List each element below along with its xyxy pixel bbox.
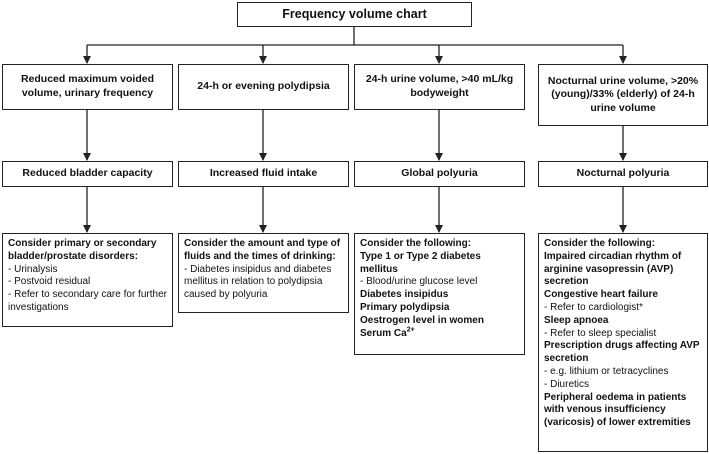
detail-text: Primary polydipsia — [360, 301, 450, 313]
title-box: Frequency volume chart — [237, 2, 472, 27]
detail-text: Diabetes insipidus — [360, 289, 449, 301]
detail-text: - Urinalysis — [8, 263, 58, 275]
detail-text: Sleep apnoea — [544, 314, 609, 326]
category-box-4: Nocturnal polyuria — [538, 161, 708, 187]
detail-heading: Type 1 or Type 2 diabetes mellitus — [360, 251, 519, 277]
detail-heading: Prescription drugs affecting AVP secreti… — [544, 340, 702, 366]
detail-text: - Refer to sleep specialist — [544, 327, 657, 339]
detail-text: Type 1 or Type 2 diabetes mellitus — [360, 250, 481, 275]
detail-item: - Postvoid residual — [8, 276, 167, 289]
detail-item: - Diuretics — [544, 379, 702, 392]
finding-box-1: Reduced maximum voided volume, urinary f… — [2, 64, 173, 110]
finding-box-3: 24-h urine volume, >40 mL/kg bodyweight — [354, 64, 525, 110]
category-box-1: Reduced bladder capacity — [2, 161, 173, 187]
detail-text: Impaired circadian rhythm of arginine va… — [544, 250, 682, 288]
detail-text: Peripheral oedema in patients with venou… — [544, 391, 691, 429]
detail-heading: Consider the following: — [360, 238, 519, 251]
detail-text: Congestive heart failure — [544, 289, 658, 301]
detail-heading: Serum Ca2+ — [360, 326, 519, 341]
chart-title: Frequency volume chart — [282, 7, 427, 22]
superscript: 2+ — [406, 326, 415, 334]
finding-text: Nocturnal urine volume, >20% (young)/33%… — [547, 74, 699, 114]
finding-box-4: Nocturnal urine volume, >20% (young)/33%… — [538, 64, 708, 126]
finding-box-2: 24-h or evening polydipsia — [178, 64, 349, 110]
detail-item: - Refer to sleep specialist — [544, 328, 702, 341]
category-text: Reduced bladder capacity — [22, 167, 153, 180]
detail-text: - Blood/urine glucose level — [360, 276, 478, 288]
detail-heading: Consider the amount and type of fluids a… — [184, 238, 343, 264]
detail-heading: Peripheral oedema in patients with venou… — [544, 392, 702, 430]
category-box-2: Increased fluid intake — [178, 161, 349, 187]
detail-text: - Refer to cardiologist* — [544, 301, 643, 313]
detail-text: Consider primary or secondary bladder/pr… — [8, 238, 157, 262]
detail-text: - Postvoid residual — [8, 276, 91, 288]
detail-text: - Diuretics — [544, 378, 590, 390]
detail-heading: Oestrogen level in women — [360, 315, 519, 328]
finding-text: 24-h or evening polydipsia — [197, 80, 330, 93]
detail-text: - Refer to secondary care for further in… — [8, 289, 167, 313]
detail-item: - Refer to cardiologist* — [544, 302, 702, 315]
detail-text: Oestrogen level in women — [360, 314, 484, 326]
category-text: Increased fluid intake — [209, 167, 318, 180]
detail-heading: Impaired circadian rhythm of arginine va… — [544, 251, 702, 289]
category-text: Nocturnal polyuria — [576, 167, 670, 180]
detail-heading: Consider primary or secondary bladder/pr… — [8, 238, 167, 264]
detail-item: - Blood/urine glucose level — [360, 276, 519, 289]
detail-heading: Consider the following: — [544, 238, 702, 251]
detail-text: - Diabetes insipidus and diabetes mellit… — [184, 263, 332, 301]
detail-heading: Primary polydipsia — [360, 302, 519, 315]
details-box-2: Consider the amount and type of fluids a… — [178, 233, 349, 313]
detail-text: - e.g. lithium or tetracyclines — [544, 365, 669, 377]
detail-item: - Refer to secondary care for further in… — [8, 289, 167, 315]
detail-heading: Congestive heart failure — [544, 289, 702, 302]
detail-text: Serum Ca — [360, 327, 407, 339]
category-box-3: Global polyuria — [354, 161, 525, 187]
detail-item: - Diabetes insipidus and diabetes mellit… — [184, 264, 343, 302]
detail-text: Consider the following: — [360, 238, 472, 249]
details-box-3: Consider the following:Type 1 or Type 2 … — [354, 233, 525, 355]
details-box-4: Consider the following:Impaired circadia… — [538, 233, 708, 452]
finding-text: 24-h urine volume, >40 mL/kg bodyweight — [365, 73, 514, 99]
detail-item: - e.g. lithium or tetracyclines — [544, 366, 702, 379]
detail-text: Consider the amount and type of fluids a… — [184, 238, 341, 262]
detail-item: - Urinalysis — [8, 264, 167, 277]
detail-text: Consider the following: — [544, 238, 656, 249]
finding-text: Reduced maximum voided volume, urinary f… — [20, 73, 155, 99]
details-box-1: Consider primary or secondary bladder/pr… — [2, 233, 173, 327]
detail-heading: Diabetes insipidus — [360, 289, 519, 302]
detail-heading: Sleep apnoea — [544, 315, 702, 328]
detail-text: Prescription drugs affecting AVP secreti… — [544, 340, 700, 365]
category-text: Global polyuria — [401, 167, 478, 180]
